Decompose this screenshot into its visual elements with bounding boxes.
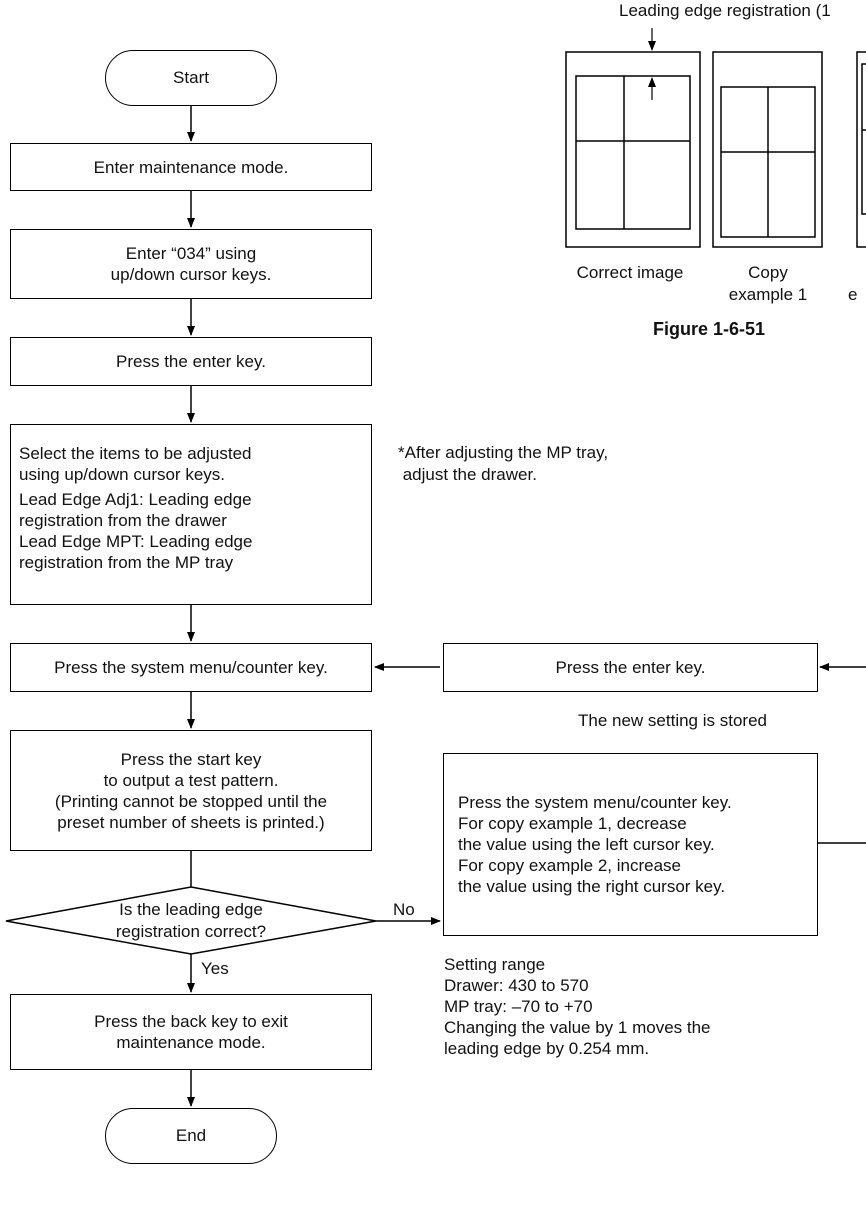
system-menu-label: Press the system menu/counter key.	[54, 658, 328, 677]
note-after-mp-line-1: *After adjusting the MP tray,	[398, 443, 609, 462]
select-items-line-6: registration from the MP tray	[19, 553, 234, 572]
decision-line-2: registration correct?	[115, 922, 267, 941]
leading-edge-label: Leading edge registration (1	[619, 1, 831, 20]
yes-label: Yes	[201, 959, 229, 978]
adjust-value-box: Press the system menu/counter key. For c…	[443, 753, 818, 936]
select-items-line-1: Select the items to be adjusted	[19, 444, 252, 463]
enter-maintenance-box: Enter maintenance mode.	[10, 143, 372, 191]
end-terminator: End	[105, 1108, 277, 1164]
select-items-box: Select the items to be adjusted using up…	[10, 424, 372, 605]
setting-range-line-1: Setting range	[444, 955, 546, 974]
new-setting-stored-label: The new setting is stored	[578, 711, 767, 730]
setting-range-line-5: leading edge by 0.254 mm.	[444, 1039, 650, 1058]
setting-range-line-2: Drawer: 430 to 570	[444, 976, 589, 995]
start-terminator: Start	[105, 50, 277, 106]
enter-code-box: Enter “034” using up/down cursor keys.	[10, 229, 372, 299]
system-menu-box: Press the system menu/counter key.	[10, 643, 372, 692]
decision-diamond	[5, 886, 377, 955]
press-start-line-3: (Printing cannot be stopped until the	[54, 791, 328, 811]
adjust-line-3: the value using the left cursor key.	[458, 835, 715, 854]
select-items-line-5: Lead Edge MPT: Leading edge	[19, 532, 253, 551]
example2-inner	[861, 63, 866, 215]
press-enter-right-box: Press the enter key.	[443, 643, 818, 692]
press-enter-label: Press the enter key.	[116, 352, 266, 371]
correct-image-inner	[575, 75, 691, 230]
select-items-line-3: Lead Edge Adj1: Leading edge	[19, 490, 252, 509]
caption-example1-line1: Copy	[748, 263, 788, 282]
press-back-line-1: Press the back key to exit	[94, 1012, 288, 1031]
adjust-line-2: For copy example 1, decrease	[458, 814, 687, 833]
press-back-line-2: maintenance mode.	[116, 1033, 266, 1052]
figure-label: Figure 1-6-51	[653, 319, 766, 339]
select-items-line-2: using up/down cursor keys.	[19, 465, 225, 484]
caption-example2-partial: e	[848, 285, 858, 304]
setting-range-note: Setting range Drawer: 430 to 570 MP tray…	[444, 954, 711, 1059]
no-label: No	[393, 900, 415, 919]
select-items-line-4: registration from the drawer	[19, 511, 227, 530]
end-label: End	[175, 1126, 207, 1145]
adjust-line-1: Press the system menu/counter key.	[458, 793, 732, 812]
press-back-box: Press the back key to exit maintenance m…	[10, 994, 372, 1070]
note-after-mp-line-2: adjust the drawer.	[398, 465, 537, 484]
press-enter-box: Press the enter key.	[10, 337, 372, 386]
press-enter-right-label: Press the enter key.	[555, 658, 706, 677]
adjust-line-4: For copy example 2, increase	[458, 856, 681, 875]
setting-range-line-3: MP tray: –70 to +70	[444, 997, 593, 1016]
enter-code-line-2: up/down cursor keys.	[110, 265, 272, 284]
decision-line-1: Is the leading edge	[119, 900, 263, 919]
press-start-line-2: to output a test pattern.	[103, 770, 279, 790]
enter-maintenance-label: Enter maintenance mode.	[93, 157, 289, 177]
start-label: Start	[173, 68, 209, 87]
enter-code-line-1: Enter “034” using	[125, 244, 257, 263]
setting-range-line-4: Changing the value by 1 moves the	[444, 1018, 711, 1037]
press-start-line-1: Press the start key	[120, 749, 262, 769]
press-start-box: Press the start key to output a test pat…	[10, 730, 372, 851]
caption-correct-image: Correct image	[576, 263, 684, 282]
adjust-line-5: the value using the right cursor key.	[458, 877, 726, 896]
caption-example1-line2: example 1	[728, 285, 808, 304]
press-start-line-4: preset number of sheets is printed.)	[57, 812, 325, 832]
